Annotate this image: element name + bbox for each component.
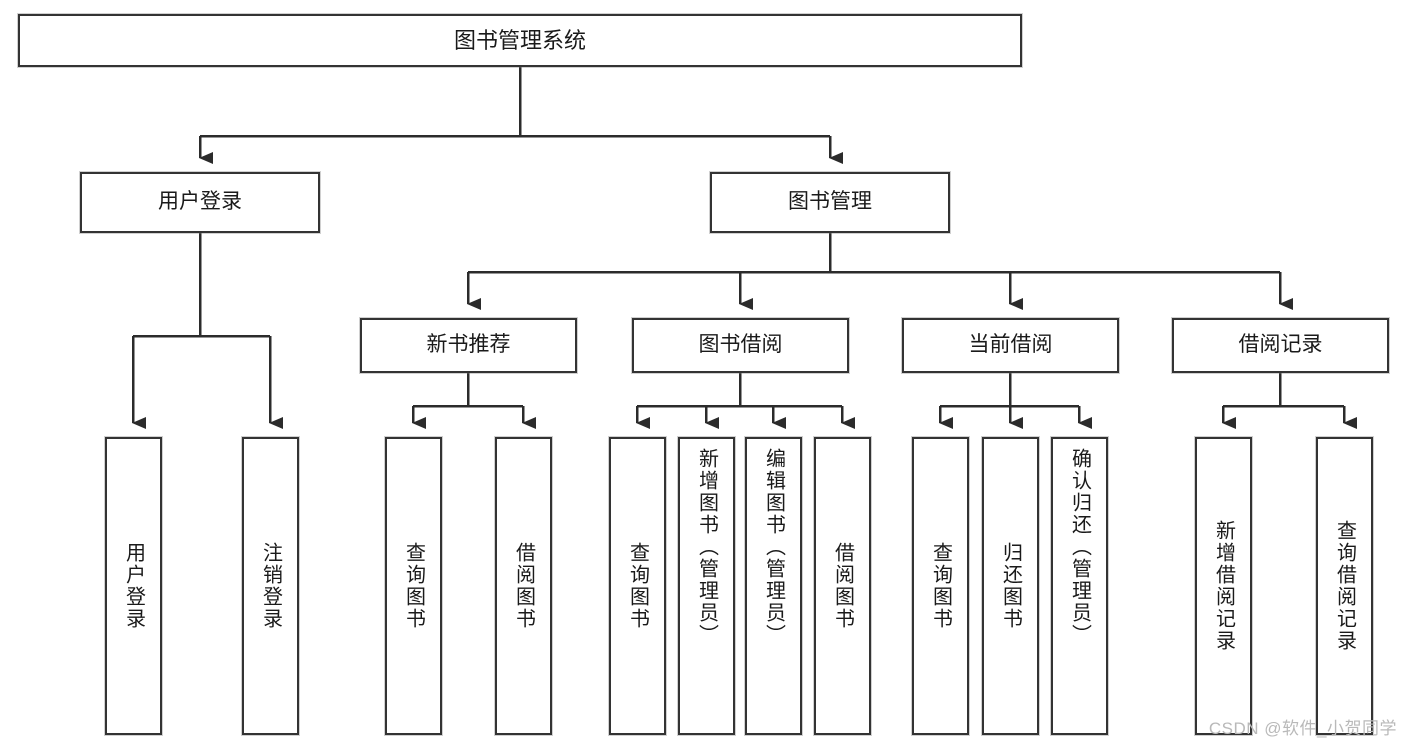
- watermark: CSDN @软件_小贺同学: [1208, 719, 1397, 738]
- node-leaf-query-book-3-label: 查询图书: [929, 542, 952, 630]
- node-leaf-borrow-book-2[interactable]: 借阅图书: [814, 437, 871, 735]
- node-new-book-recommend-label: 新书推荐: [426, 333, 511, 357]
- node-leaf-add-record-label: 新增借阅记录: [1212, 520, 1235, 652]
- node-leaf-borrow-book-1-label: 借阅图书: [512, 542, 535, 630]
- node-leaf-query-book-1-label: 查询图书: [402, 542, 425, 630]
- node-borrow-record-label: 借阅记录: [1238, 333, 1323, 357]
- node-book-management[interactable]: 图书管理: [710, 172, 950, 233]
- node-leaf-logout[interactable]: 注销登录: [242, 437, 299, 735]
- node-root-label: 图书管理系统: [453, 27, 586, 53]
- node-new-book-recommend[interactable]: 新书推荐: [360, 318, 577, 373]
- node-borrow-record[interactable]: 借阅记录: [1172, 318, 1389, 373]
- node-leaf-logout-label: 注销登录: [259, 542, 282, 630]
- node-leaf-add-record[interactable]: 新增借阅记录: [1195, 437, 1252, 735]
- node-leaf-edit-book[interactable]: 编辑图书（管理员）: [745, 437, 802, 735]
- node-user-login-label: 用户登录: [158, 190, 242, 214]
- node-leaf-user-login-label: 用户登录: [122, 542, 145, 630]
- node-book-borrow-label: 图书借阅: [698, 333, 783, 357]
- node-leaf-return-book-label: 归还图书: [999, 542, 1022, 630]
- node-leaf-return-book[interactable]: 归还图书: [982, 437, 1039, 735]
- node-current-borrow-label: 当前借阅: [968, 333, 1053, 357]
- node-leaf-add-book-label: 新增图书（管理员）: [695, 448, 718, 646]
- node-leaf-add-book[interactable]: 新增图书（管理员）: [678, 437, 735, 735]
- node-book-borrow[interactable]: 图书借阅: [632, 318, 849, 373]
- node-leaf-borrow-book-2-label: 借阅图书: [831, 542, 854, 630]
- node-book-management-label: 图书管理: [788, 190, 872, 214]
- node-leaf-borrow-book-1[interactable]: 借阅图书: [495, 437, 552, 735]
- node-leaf-query-book-2[interactable]: 查询图书: [609, 437, 666, 735]
- node-leaf-query-book-3[interactable]: 查询图书: [912, 437, 969, 735]
- node-leaf-edit-book-label: 编辑图书（管理员）: [762, 448, 785, 646]
- node-current-borrow[interactable]: 当前借阅: [902, 318, 1119, 373]
- node-leaf-query-record-label: 查询借阅记录: [1333, 520, 1356, 652]
- node-root-system[interactable]: 图书管理系统: [18, 14, 1022, 67]
- node-user-login[interactable]: 用户登录: [80, 172, 320, 233]
- node-leaf-confirm-return[interactable]: 确认归还（管理员）: [1051, 437, 1108, 735]
- node-leaf-query-book-1[interactable]: 查询图书: [385, 437, 442, 735]
- node-leaf-user-login[interactable]: 用户登录: [105, 437, 162, 735]
- node-leaf-confirm-return-label: 确认归还（管理员）: [1068, 448, 1091, 646]
- node-leaf-query-book-2-label: 查询图书: [626, 542, 649, 630]
- node-leaf-query-record[interactable]: 查询借阅记录: [1316, 437, 1373, 735]
